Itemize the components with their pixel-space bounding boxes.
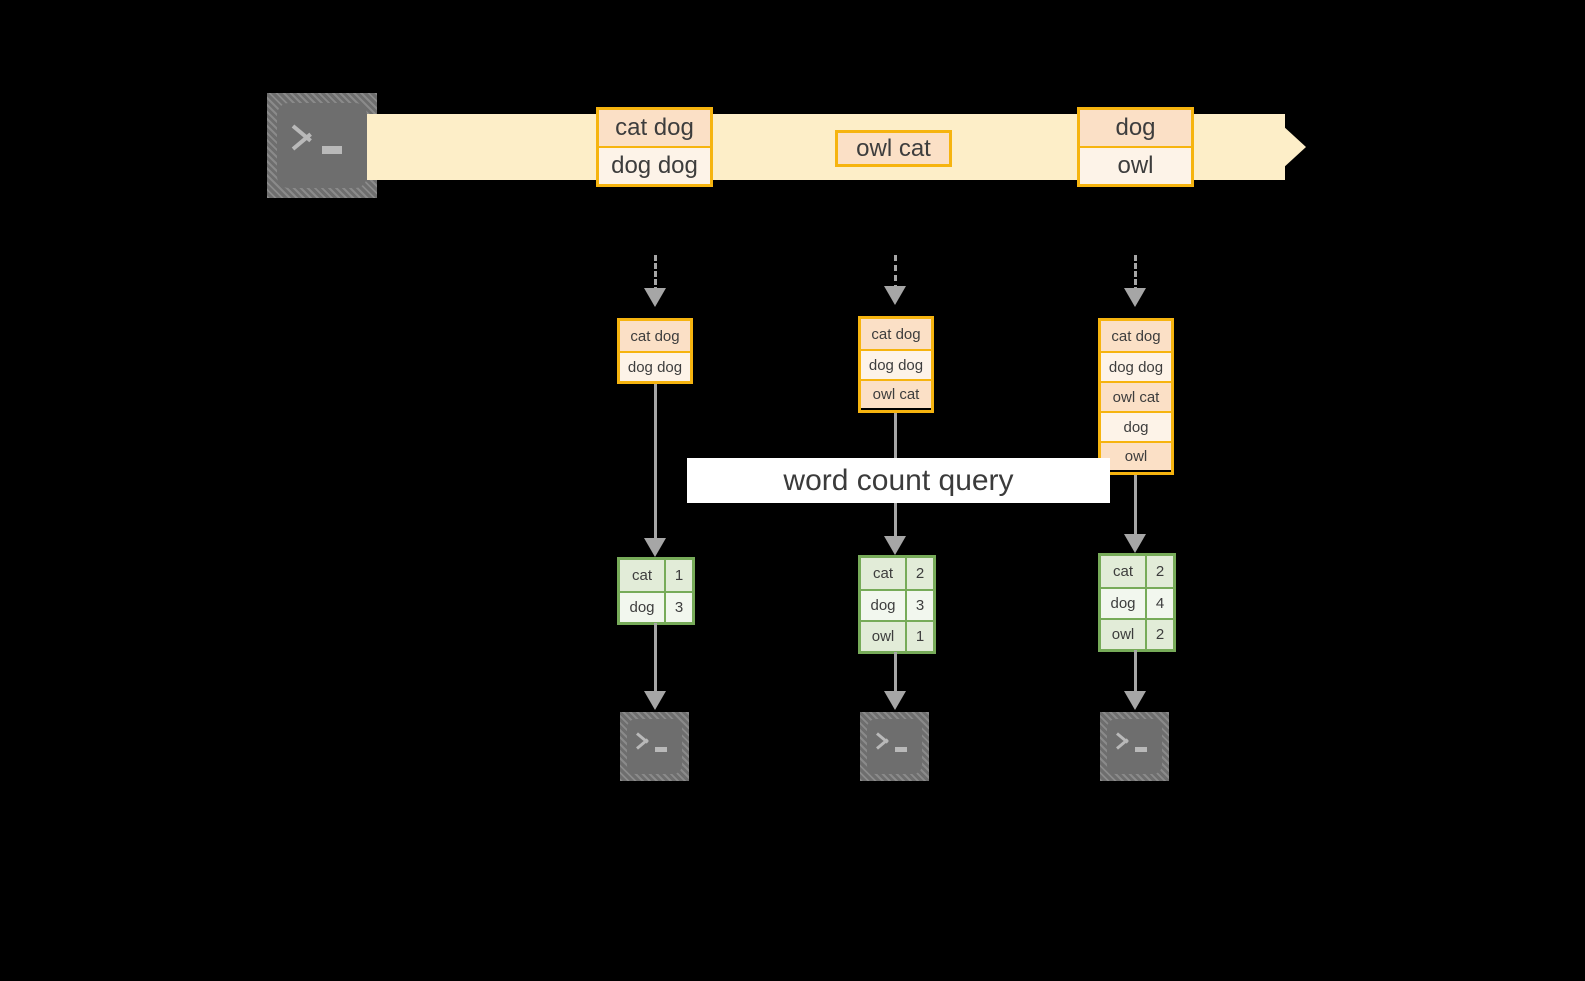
snapshot-3-result-table: cat 2 dog 4 owl 2 bbox=[1098, 553, 1176, 652]
table-cell-count: 2 bbox=[1145, 620, 1173, 649]
table-row: dog 3 bbox=[620, 591, 692, 622]
table-row: cat 2 bbox=[861, 558, 933, 589]
buffer-line: owl cat bbox=[1101, 381, 1171, 411]
stream-to-snapshot-1-arrowhead-icon bbox=[644, 288, 666, 307]
table-cell-count: 1 bbox=[905, 622, 933, 651]
buffer-line: owl cat bbox=[861, 379, 931, 408]
buffer-line: owl bbox=[1101, 441, 1171, 470]
table-cell-count: 2 bbox=[905, 558, 933, 589]
terminal-prompt-underscore-icon bbox=[1134, 746, 1147, 752]
message-line: owl cat bbox=[838, 133, 949, 164]
snapshot-3-query-arrow bbox=[1134, 475, 1137, 539]
terminal-screen bbox=[627, 719, 682, 774]
snapshot-2-buffer: cat dog dog dog owl cat bbox=[858, 316, 934, 413]
table-row: owl 2 bbox=[1101, 618, 1173, 649]
snapshot-1-to-consumer-arrowhead-icon bbox=[644, 691, 666, 710]
buffer-line: cat dog bbox=[1101, 321, 1171, 351]
snapshot-1-query-arrow bbox=[654, 384, 657, 542]
snapshot-3-consumer-terminal-icon bbox=[1100, 712, 1169, 781]
stream-to-snapshot-2-arrowhead-icon bbox=[884, 286, 906, 305]
terminal-prompt-underscore-icon bbox=[894, 746, 907, 752]
terminal-prompt-chevron-icon bbox=[293, 120, 316, 156]
table-row: cat 2 bbox=[1101, 556, 1173, 587]
table-cell-word: cat bbox=[1101, 556, 1145, 587]
table-cell-word: dog bbox=[1101, 589, 1145, 618]
table-cell-word: cat bbox=[620, 560, 664, 591]
terminal-prompt-underscore-icon bbox=[322, 145, 342, 154]
stream-arrowhead-icon bbox=[1270, 114, 1306, 180]
snapshot-1-consumer-terminal-icon bbox=[620, 712, 689, 781]
terminal-prompt-chevron-icon bbox=[1117, 730, 1131, 753]
table-cell-word: dog bbox=[861, 591, 905, 620]
table-cell-count: 3 bbox=[664, 593, 692, 622]
table-cell-word: dog bbox=[620, 593, 664, 622]
snapshot-1-result-table: cat 1 dog 3 bbox=[617, 557, 695, 625]
terminal-screen bbox=[1107, 719, 1162, 774]
producer-terminal-icon bbox=[267, 93, 377, 198]
stream-message-1: cat dog dog dog bbox=[596, 107, 713, 187]
snapshot-3-buffer: cat dog dog dog owl cat dog owl bbox=[1098, 318, 1174, 475]
snapshot-1-buffer: cat dog dog dog bbox=[617, 318, 693, 384]
buffer-line: dog dog bbox=[620, 351, 690, 381]
table-cell-word: cat bbox=[861, 558, 905, 589]
snapshot-3-to-consumer-arrow bbox=[1134, 650, 1137, 695]
table-row: owl 1 bbox=[861, 620, 933, 651]
snapshot-1-to-consumer-arrow bbox=[654, 623, 657, 695]
buffer-line: cat dog bbox=[620, 321, 690, 351]
snapshot-2-query-arrowhead-icon bbox=[884, 536, 906, 555]
stream-to-snapshot-2-arrow bbox=[894, 255, 897, 291]
terminal-screen bbox=[277, 103, 367, 188]
message-line: owl bbox=[1080, 146, 1191, 184]
stream-message-3: dog owl bbox=[1077, 107, 1194, 187]
message-line: dog dog bbox=[599, 146, 710, 184]
terminal-prompt-underscore-icon bbox=[654, 746, 667, 752]
stream-to-snapshot-3-arrow bbox=[1134, 255, 1137, 293]
stream-to-snapshot-3-arrowhead-icon bbox=[1124, 288, 1146, 307]
table-row: cat 1 bbox=[620, 560, 692, 591]
terminal-prompt-chevron-icon bbox=[877, 730, 891, 753]
table-cell-count: 3 bbox=[905, 591, 933, 620]
terminal-screen bbox=[867, 719, 922, 774]
stream-to-snapshot-1-arrow bbox=[654, 255, 657, 293]
query-label: word count query bbox=[687, 458, 1110, 503]
buffer-line: dog bbox=[1101, 411, 1171, 441]
message-line: dog bbox=[1080, 110, 1191, 146]
snapshot-2-to-consumer-arrowhead-icon bbox=[884, 691, 906, 710]
table-row: dog 4 bbox=[1101, 587, 1173, 618]
terminal-prompt-chevron-icon bbox=[637, 730, 651, 753]
query-label-text: word count query bbox=[783, 463, 1014, 497]
snapshot-3-to-consumer-arrowhead-icon bbox=[1124, 691, 1146, 710]
snapshot-2-to-consumer-arrow bbox=[894, 652, 897, 695]
table-cell-count: 4 bbox=[1145, 589, 1173, 618]
buffer-line: dog dog bbox=[1101, 351, 1171, 381]
table-cell-word: owl bbox=[1101, 620, 1145, 649]
snapshot-2-consumer-terminal-icon bbox=[860, 712, 929, 781]
buffer-line: cat dog bbox=[861, 319, 931, 349]
table-cell-count: 1 bbox=[664, 560, 692, 591]
table-cell-word: owl bbox=[861, 622, 905, 651]
snapshot-3-query-arrowhead-icon bbox=[1124, 534, 1146, 553]
stream-message-2: owl cat bbox=[835, 130, 952, 167]
message-line: cat dog bbox=[599, 110, 710, 146]
table-row: dog 3 bbox=[861, 589, 933, 620]
snapshot-2-result-table: cat 2 dog 3 owl 1 bbox=[858, 555, 936, 654]
table-cell-count: 2 bbox=[1145, 556, 1173, 587]
snapshot-1-query-arrowhead-icon bbox=[644, 538, 666, 557]
buffer-line: dog dog bbox=[861, 349, 931, 379]
